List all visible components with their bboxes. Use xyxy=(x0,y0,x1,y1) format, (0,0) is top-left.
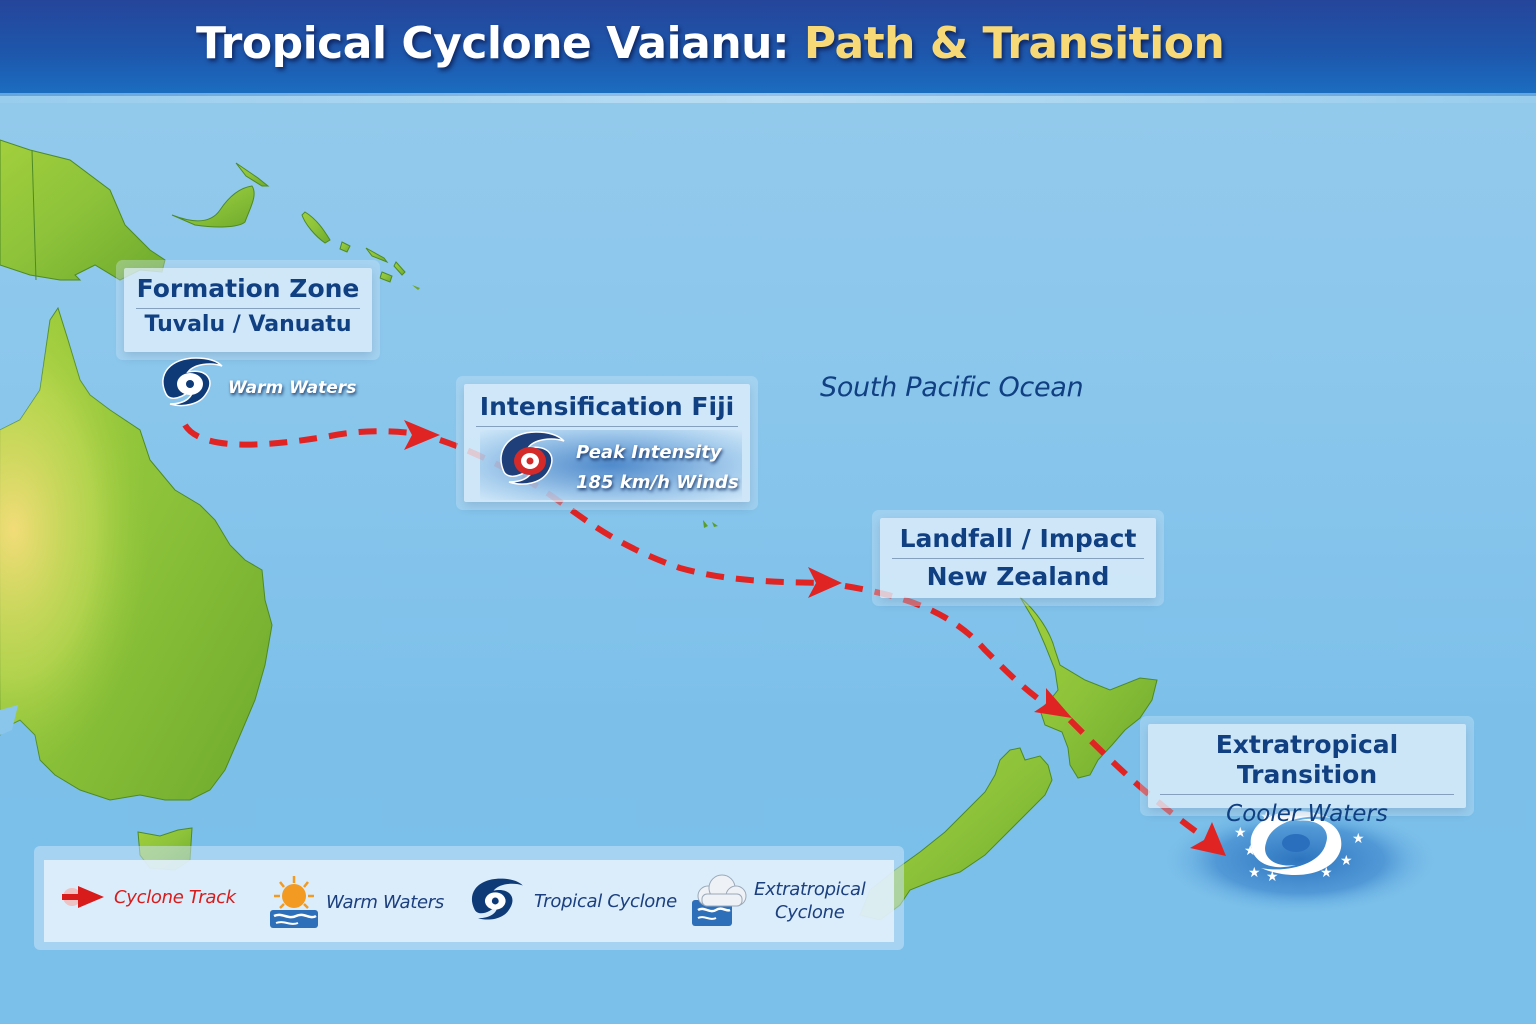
track-arrow-icon xyxy=(62,886,104,908)
stage-title: Formation Zone xyxy=(136,274,360,309)
tropical-cyclone-icon xyxy=(471,878,523,920)
land-papua-new-guinea xyxy=(0,139,166,281)
tropical-cyclone-icon xyxy=(162,357,223,407)
header-bar xyxy=(0,0,1536,96)
legend-panel: Cyclone Track Warm Waters xyxy=(44,860,894,942)
extratropical-cyclone-icon: ★ ★ ★ ★ ★ ★ ★ ★ xyxy=(1234,809,1365,885)
cloud-water-icon xyxy=(692,874,747,926)
stage-subtitle: New Zealand xyxy=(926,562,1110,591)
svg-text:★: ★ xyxy=(1320,865,1333,881)
track-arrowheads xyxy=(404,420,1226,856)
svg-text:★: ★ xyxy=(1260,809,1273,825)
header-divider xyxy=(0,93,1536,103)
page-title: Tropical Cyclone Vaianu: Path & Transiti… xyxy=(196,18,1225,69)
legend-label-line2: Cyclone xyxy=(774,902,845,923)
legend-label-line1: Extratropical xyxy=(754,879,866,900)
legend-item-warm-waters: Warm Waters xyxy=(266,874,444,930)
stage-subtitle: Cooler Waters xyxy=(1226,801,1388,827)
legend-item-tropical-cyclone: Tropical Cyclone xyxy=(466,872,677,930)
title-main: Tropical Cyclone Vaianu: xyxy=(196,18,804,69)
svg-text:★: ★ xyxy=(1266,869,1279,885)
intensity-caption-line2: 185 km/h Winds xyxy=(576,472,739,493)
land-australia xyxy=(0,306,273,801)
svg-text:★: ★ xyxy=(1244,843,1257,859)
svg-text:★: ★ xyxy=(1340,853,1353,869)
svg-text:★: ★ xyxy=(1352,831,1365,847)
legend-item-extratropical: Extratropical Cyclone xyxy=(688,870,866,932)
ocean-label: South Pacific Ocean xyxy=(820,372,1084,403)
stage-title: Landfall / Impact xyxy=(892,524,1144,559)
stage-title: Intensification Fiji xyxy=(476,392,738,427)
stage-extratropical-label: Extratropical Transition Cooler Waters xyxy=(1148,724,1466,827)
stage-subtitle: Tuvalu / Vanuatu xyxy=(144,312,352,337)
legend-label: Tropical Cyclone xyxy=(534,890,677,912)
stage-landfall-label: Landfall / Impact New Zealand xyxy=(880,518,1156,598)
legend-label: Warm Waters xyxy=(326,891,444,913)
legend-label: Cyclone Track xyxy=(114,886,236,908)
stage-formation-label: Formation Zone Tuvalu / Vanuatu xyxy=(124,268,372,352)
svg-text:★: ★ xyxy=(1248,865,1261,881)
land-new-zealand xyxy=(859,596,1158,921)
svg-text:★: ★ xyxy=(1234,825,1247,841)
formation-caption: Warm Waters xyxy=(228,378,357,398)
map-legend: Cyclone Track Warm Waters xyxy=(34,846,904,950)
legend-item-track: Cyclone Track xyxy=(60,882,236,912)
legend-label: Extratropical Cyclone xyxy=(754,878,866,924)
title-accent: Path & Transition xyxy=(803,18,1225,69)
stage-title: Extratropical Transition xyxy=(1160,730,1454,795)
sun-water-icon xyxy=(270,876,318,928)
intensity-caption-line1: Peak Intensity xyxy=(576,442,722,463)
intense-cyclone-icon xyxy=(500,431,565,485)
